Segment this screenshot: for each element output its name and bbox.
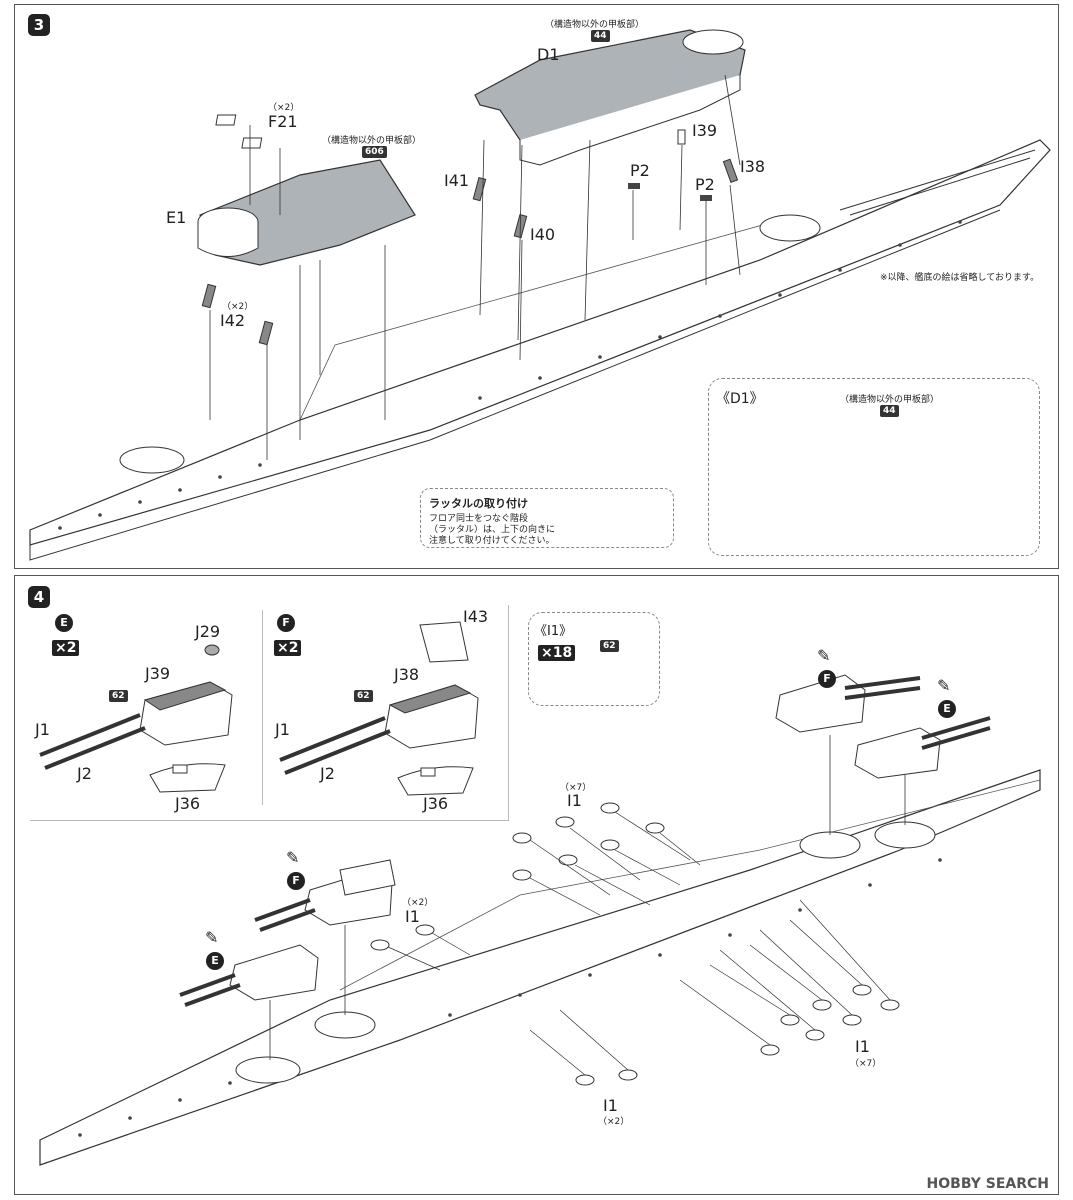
part-p2b: P2 (695, 175, 715, 194)
i1-top-qty: （×7） (560, 783, 592, 793)
paint-tool-icon: ✎ (817, 646, 831, 665)
sub-f-part-j38: J38 (394, 665, 420, 684)
sub-e-mult: ×2 (52, 640, 80, 656)
sub-e-part-j1: J1 (35, 720, 50, 739)
ladder-line2: （ラッタル）は、上下の向きに (429, 525, 556, 535)
sub-e-part-j2: J2 (77, 764, 92, 783)
d1-label: D1 (537, 45, 560, 64)
watermark-logo: HOBBY SEARCH (926, 1176, 1049, 1192)
subassembly-panel (30, 605, 509, 821)
ladder-title: ラッタルの取り付け (429, 497, 528, 510)
sub-e-part-j36: J36 (175, 794, 201, 813)
ladder-line3: 注意して取り付けてください。 (429, 536, 555, 546)
e1-color-chip: 606 (362, 146, 387, 158)
part-i41: I41 (444, 171, 470, 190)
f21-label: F21 (268, 112, 298, 131)
sub-e-color-chip: 62 (109, 690, 128, 702)
inset-d1-paint-note: （構造物以外の甲板部） (840, 395, 940, 405)
sub-i1-color-chip: 62 (600, 640, 619, 652)
part-i42-qty: （×2） (222, 302, 254, 312)
turret-ring-step4-b (314, 1011, 376, 1039)
inset-d1-color-chip: 44 (880, 405, 899, 417)
paint-tool-icon: ✎ (286, 848, 300, 867)
turret-badge-e-left: E (206, 952, 224, 970)
paint-tool-icon: ✎ (937, 676, 951, 695)
sub-f-badge: F (277, 614, 295, 632)
ladder-line1: フロア同士をつなぐ階段 (429, 514, 529, 524)
turret-badge-f-right: F (818, 670, 836, 688)
turret-ring-aft (119, 446, 185, 474)
i1-mid-qty: （×2） (402, 898, 434, 908)
i1-mid-label: I1 (405, 907, 420, 926)
step3-bottom-note: ※以降、艦底の絵は省略しております。 (880, 273, 1040, 283)
d1-paint-note: （構造物以外の甲板部） (545, 20, 645, 30)
turret-ring-fore (759, 214, 821, 242)
e1-label: E1 (166, 208, 187, 227)
turret-ring-step4-c (799, 831, 861, 859)
sub-f-part-j2: J2 (320, 764, 335, 783)
part-i40: I40 (530, 225, 556, 244)
ladder-note-box: ラッタルの取り付け フロア同士をつなぐ階段 （ラッタル）は、上下の向きに 注意し… (420, 488, 674, 548)
e1-paint-note: （構造物以外の甲板部） (322, 136, 422, 146)
i1-right-label: I1 (855, 1037, 870, 1056)
turret-badge-e-right: E (938, 700, 956, 718)
i1-top-label: I1 (567, 791, 582, 810)
i1-right-qty: （×7） (850, 1059, 882, 1069)
step-4-badge: 4 (28, 586, 50, 608)
subassembly-divider (262, 610, 263, 805)
sub-i1-label: 《I1》 (534, 624, 573, 639)
turret-ring-step4-d (874, 821, 936, 849)
sub-e-part-j39: J39 (145, 664, 171, 683)
step-3-badge: 3 (28, 14, 50, 36)
sub-f-part-j1: J1 (275, 720, 290, 739)
f21-qty: （×2） (268, 103, 300, 113)
sub-f-part-j36: J36 (423, 794, 449, 813)
paint-tool-icon: ✎ (205, 928, 219, 947)
sub-f-color-chip: 62 (354, 690, 373, 702)
hull-step3 (29, 139, 1051, 546)
sub-f-part-i43: I43 (463, 607, 489, 626)
i1-bottom-label: I1 (603, 1096, 618, 1115)
part-i38: I38 (740, 157, 766, 176)
part-p2a: P2 (630, 161, 650, 180)
sub-i1-mult: ×18 (538, 645, 576, 661)
inset-d1-box (708, 378, 1040, 556)
part-i39: I39 (692, 121, 718, 140)
turret-ring-step4-a (235, 1056, 301, 1084)
turret-badge-f-left: F (287, 872, 305, 890)
inset-d1-label: 《D1》 (716, 391, 764, 407)
sub-f-mult: ×2 (274, 640, 302, 656)
sub-e-badge: E (55, 614, 73, 632)
sub-e-part-j29: J29 (195, 622, 221, 641)
i1-bottom-qty: （×2） (598, 1117, 630, 1127)
part-i42: I42 (220, 311, 246, 330)
d1-color-chip: 44 (591, 30, 610, 42)
